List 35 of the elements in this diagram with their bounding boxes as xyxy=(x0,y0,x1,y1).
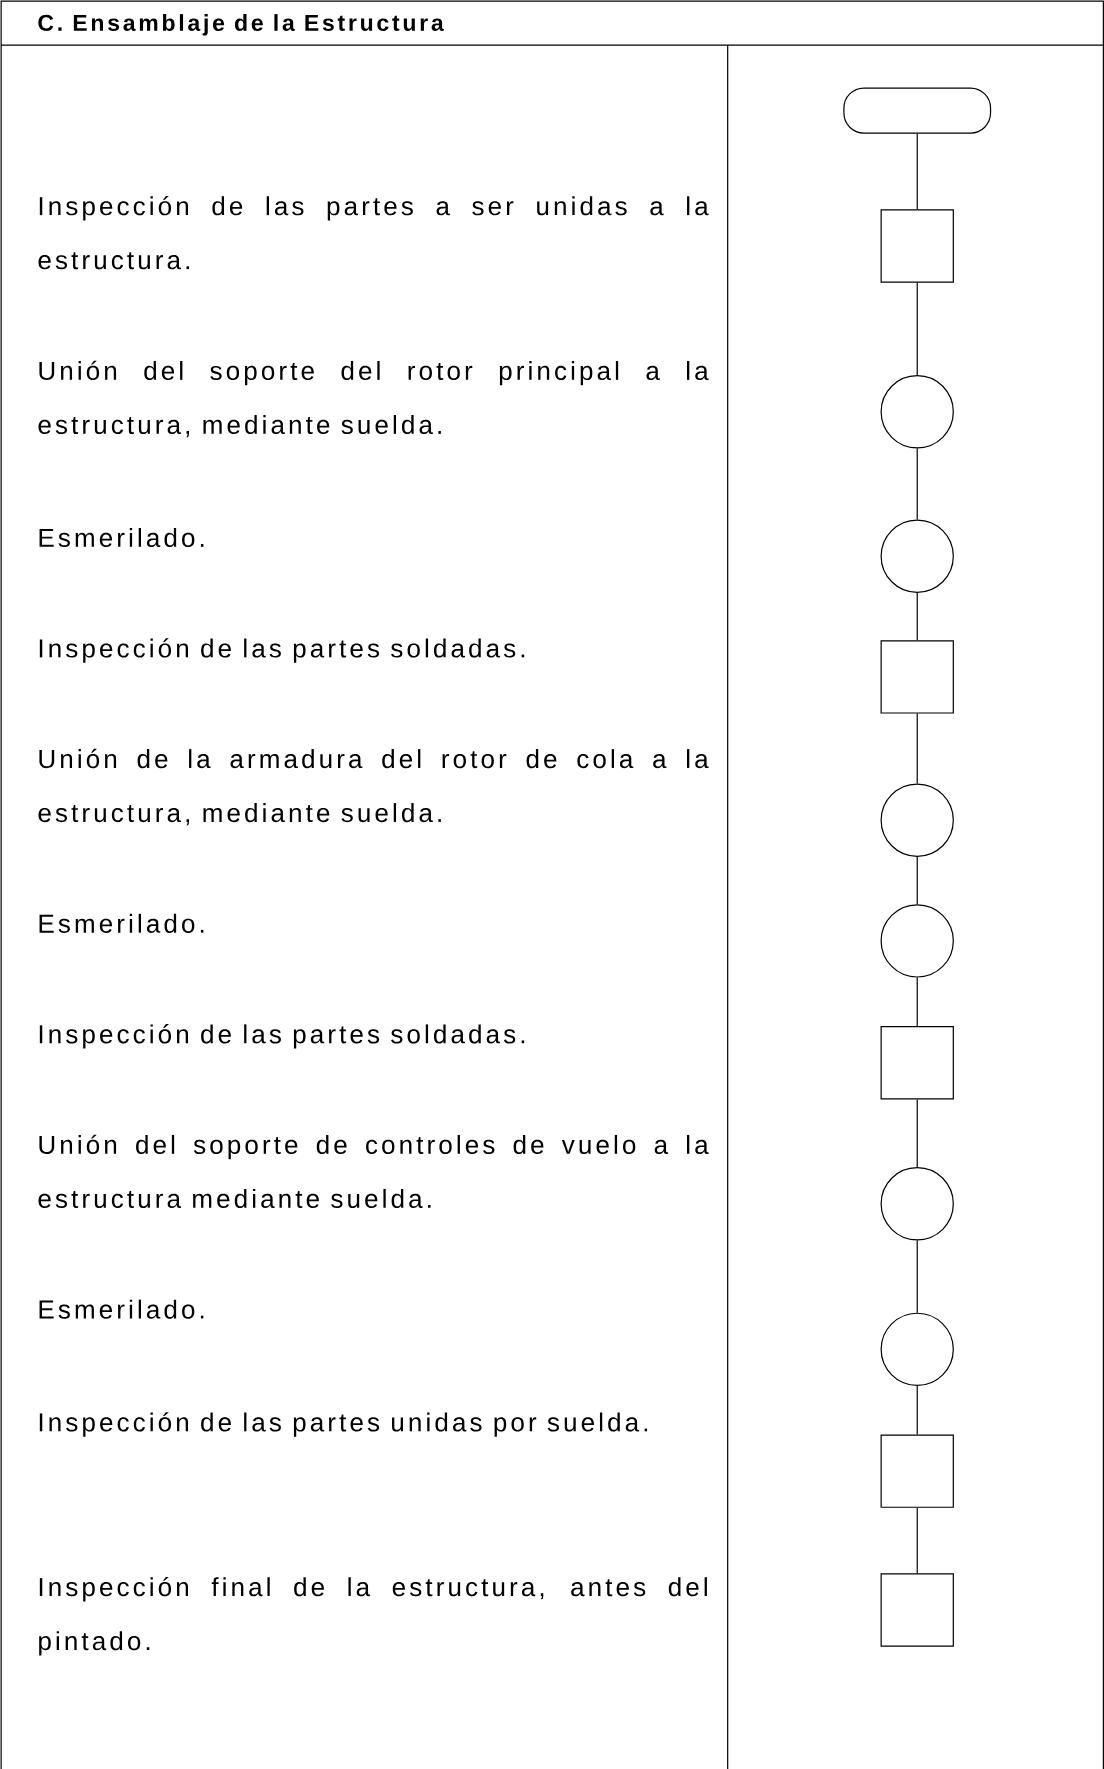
connector-line xyxy=(916,447,918,521)
step-description: Inspección final de la estructura, antes del pintado. xyxy=(38,1576,707,1656)
step-description: Esmerilado. xyxy=(39,1299,204,1319)
step-description: Inspección de las partes unidas por suelda. xyxy=(39,1412,647,1437)
connector-line xyxy=(916,713,918,785)
operation-circle xyxy=(880,1167,954,1241)
step-description: Esmerilado. xyxy=(39,913,204,933)
connector-line xyxy=(916,282,918,376)
step-description: Inspección de las partes soldadas. xyxy=(39,638,524,663)
step-description: Inspección de las partes a ser unidas a la estructura. xyxy=(38,196,709,270)
table-heading: C. Ensamblaje de la Estructura xyxy=(38,14,444,36)
inspection-square xyxy=(880,1573,954,1647)
connector-line xyxy=(916,133,918,210)
inspection-square xyxy=(880,209,954,283)
step-description: Unión del soporte de controles de vuelo a la estructura mediante suelda. xyxy=(38,1134,709,1208)
step-description: Unión del soporte del rotor principal a la estructura, mediante suelda. xyxy=(38,360,709,438)
connector-line xyxy=(916,1507,918,1574)
connector-line xyxy=(916,1385,918,1436)
operation-circle xyxy=(880,1312,954,1386)
operation-circle xyxy=(880,783,954,857)
step-description: Esmerilado. xyxy=(39,528,204,548)
connector-line xyxy=(916,1098,918,1168)
connector-line xyxy=(916,977,918,1027)
inspection-square xyxy=(880,1434,954,1508)
operation-circle xyxy=(880,375,954,449)
step-description: Unión de la armadura del rotor de cola a la estructura, mediante suelda. xyxy=(38,748,709,826)
connector-line xyxy=(916,1239,918,1314)
terminal-symbol xyxy=(843,87,991,134)
connector-line xyxy=(916,856,918,905)
inspection-square xyxy=(880,640,954,714)
step-description: Inspección de las partes soldadas. xyxy=(39,1024,524,1049)
connector-line xyxy=(916,592,918,641)
operation-circle xyxy=(880,519,954,593)
inspection-square xyxy=(880,1026,954,1100)
operation-circle xyxy=(880,904,954,978)
